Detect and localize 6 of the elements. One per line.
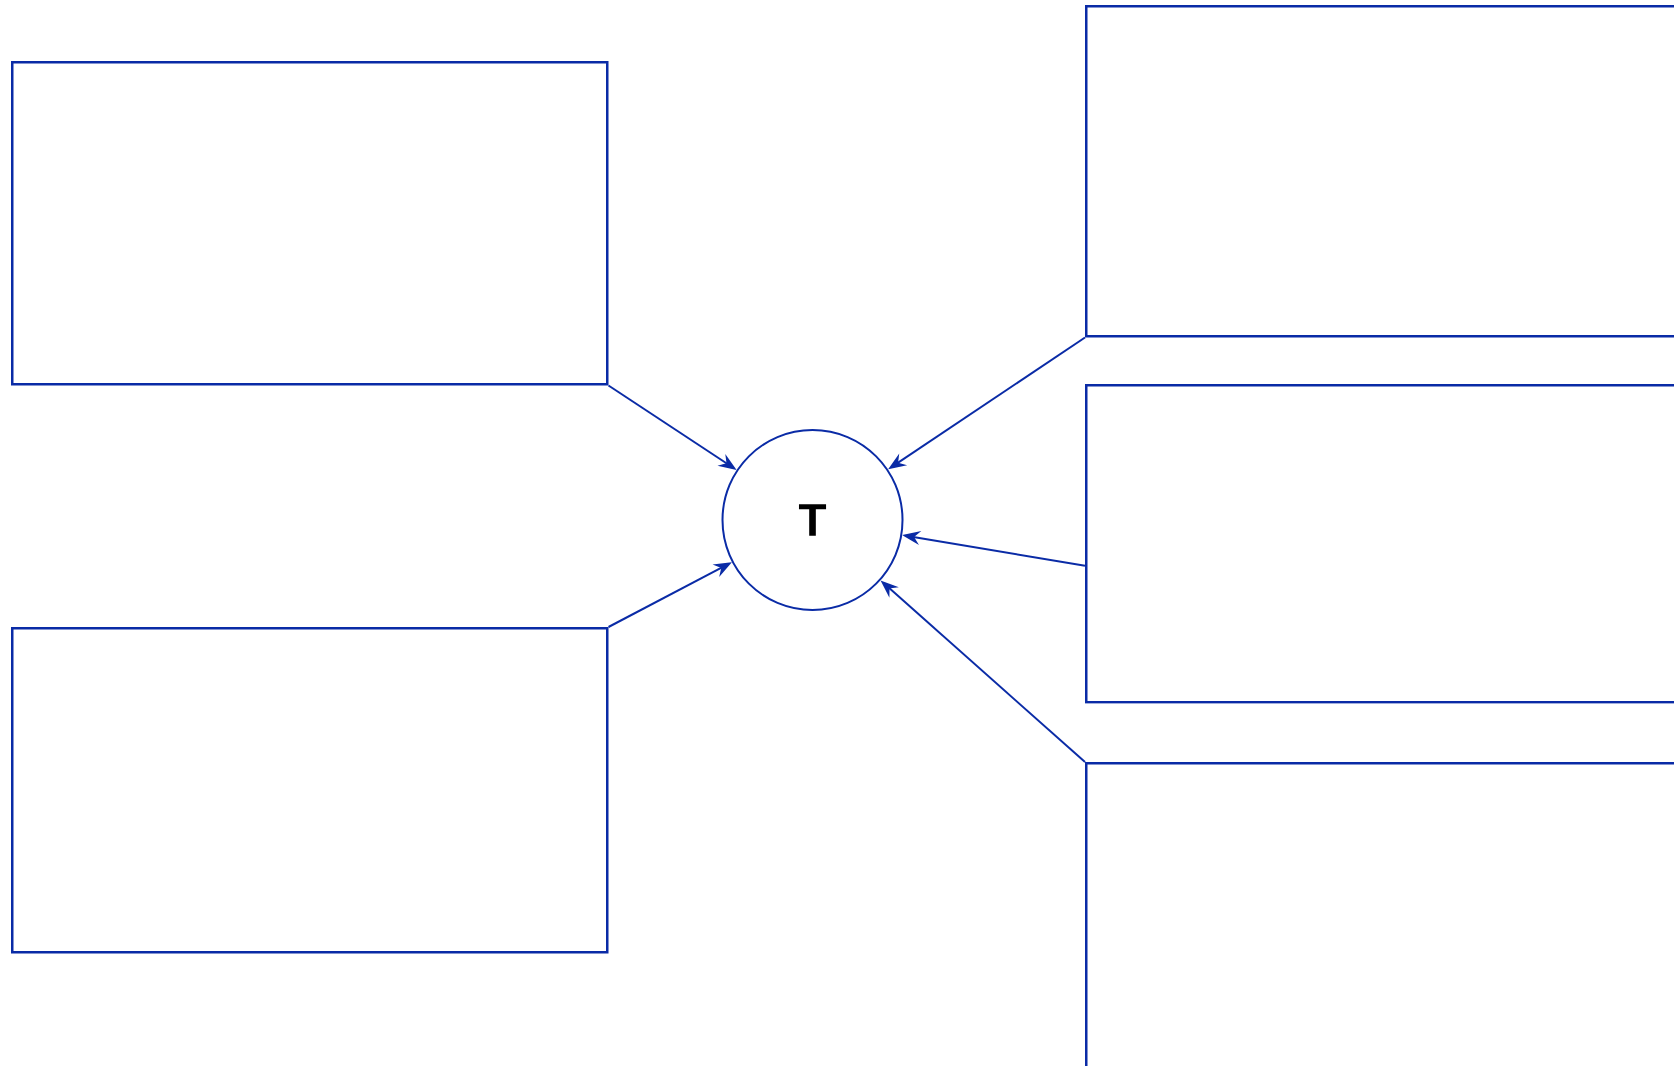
empty-box [1085, 762, 1674, 1066]
empty-box [1085, 384, 1674, 704]
empty-box [1085, 5, 1674, 338]
empty-box [11, 61, 609, 386]
empty-box [11, 627, 609, 954]
circle-node: T [721, 429, 904, 611]
